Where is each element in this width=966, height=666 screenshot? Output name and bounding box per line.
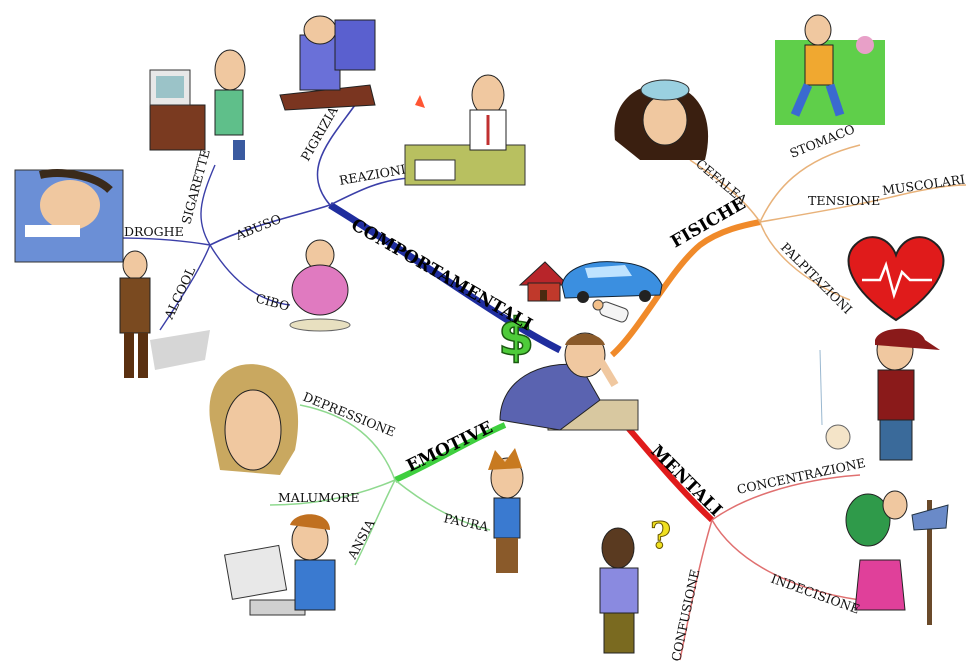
label-depressione: DEPRESSIONE [301,389,398,440]
label-sigarette: SIGARETTE [178,147,212,225]
label-confusione: CONFUSIONE [668,568,702,663]
label-malumore: MALUMORE [278,490,360,505]
label-palpitazioni: PALPITAZIONI [778,240,855,317]
scared-boy-illustration [488,448,524,573]
stressed-man-center-illustration [499,332,639,431]
stomachache-man-illustration [775,14,885,125]
car-icon [561,261,663,303]
dollar-icon: $ [497,307,535,369]
lazy-man-illustration [279,15,376,111]
label-stomaco: STOMACO [788,121,857,161]
anxious-man-computer-illustration [224,514,336,616]
label-muscolari: MUSCOLARI [881,172,966,198]
label-cibo: CIBO [254,290,291,313]
label-cefalea: CEFALEA [693,156,751,208]
baseball-player-illustration [819,328,940,461]
label-reazioni: REAZIONI [338,161,407,187]
branch-label-mentali: MENTALI [646,441,725,520]
drinking-man-illustration [119,250,210,378]
label-indecisione: INDECISIONE [769,571,862,617]
label-tensione: TENSIONE [808,193,880,208]
headache-woman-illustration [614,79,709,160]
angry-man-desk-illustration [404,74,526,186]
confused-man-illustration [599,527,639,654]
depressed-woman-illustration [209,364,299,475]
heart-icon [847,236,945,322]
undecided-woman-illustration [845,490,949,625]
branch-fisiche-lines [609,144,966,358]
overeating-man-illustration [289,239,351,332]
branch-emotive-lines [269,404,507,566]
label-ansia: ANSIA [344,516,378,562]
drugs-person-illustration [14,169,124,263]
baby-bottle-icon [592,299,629,323]
smoker-computer-illustration [149,49,246,160]
label-droghe: DROGHE [124,224,184,239]
branch-label-comportamentali: COMPORTAMENTALI [348,215,536,335]
label-abuso: ABUSO [233,211,284,243]
label-alcool: ALCOOL [161,264,199,322]
house-icon [518,261,570,302]
svg-text:?: ? [650,515,671,557]
question-mark-icon: ? [650,515,672,558]
label-paura: PAURA [442,510,490,534]
branch-comportamentali-lines [117,104,562,354]
branch-label-emotive: EMOTIVE [403,418,496,477]
dollar-symbol: $ [498,308,534,368]
